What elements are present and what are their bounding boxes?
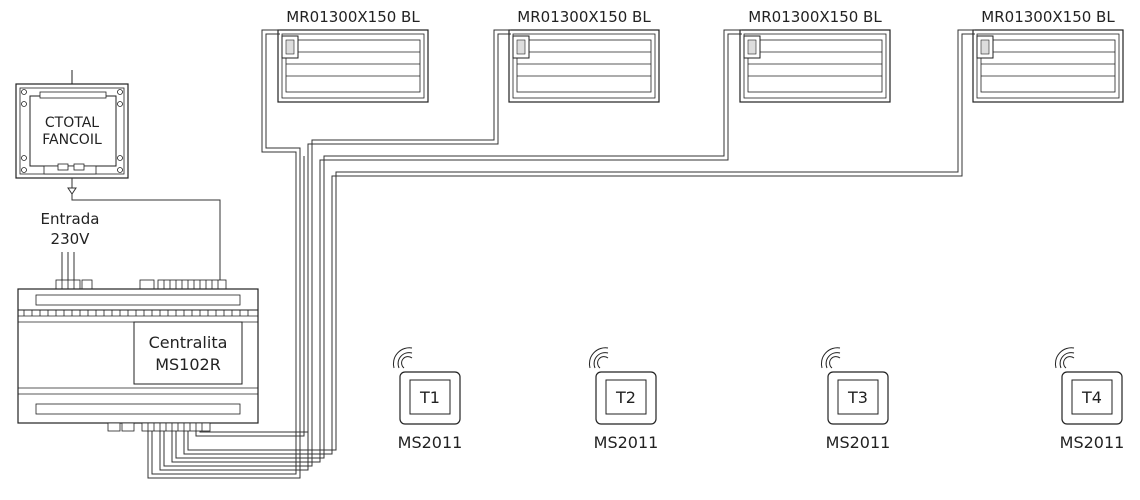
grille-4: MR01300X150 BL [972,8,1124,103]
fancoil-link-wire [67,178,221,284]
wireless-signal-icon [820,347,841,369]
thermostat-model: MS2011 [1060,433,1125,452]
fancoil-label-line2: FANCOIL [42,132,102,148]
thermostat-model: MS2011 [594,433,659,452]
thermostat-model: MS2011 [826,433,891,452]
thermostat-model: MS2011 [398,433,463,452]
thermostat-3: T3 MS2011 [820,347,891,452]
controller-label-line1: Centralita [149,333,228,352]
grille-model-label: MR01300X150 BL [286,8,420,26]
wireless-signal-icon [588,347,609,369]
power-input-wires [61,252,75,282]
grille-model-label: MR01300X150 BL [981,8,1115,26]
thermostat-2: T2 MS2011 [588,347,659,452]
grille-3: MR01300X150 BL [739,8,891,103]
wireless-signal-icon [392,347,413,369]
thermostat-4: T4 MS2011 [1054,347,1125,452]
grille-model-label: MR01300X150 BL [748,8,882,26]
grille-wiring [147,29,975,479]
vent-row [18,310,258,317]
fancoil-module: CTOTAL FANCOIL [15,70,129,179]
thermostat-label: T1 [419,388,440,407]
top-terminal-block [55,279,227,290]
power-input-line1: Entrada [41,210,100,228]
power-input-line2: 230V [51,230,91,248]
wireless-signal-icon [1054,347,1075,369]
grille-2: MR01300X150 BL [508,8,660,103]
grille-model-label: MR01300X150 BL [517,8,651,26]
bottom-terminal-block [107,422,211,432]
thermostat-1: T1 MS2011 [392,347,463,452]
grille-1: MR01300X150 BL [277,8,429,103]
fancoil-label-line1: CTOTAL [45,115,99,131]
controller-label-line2: MS102R [155,355,221,374]
controller-unit: Centralita MS102R [17,279,259,432]
thermostat-label: T3 [847,388,868,407]
thermostat-label: T2 [615,388,636,407]
thermostat-label: T4 [1081,388,1102,407]
